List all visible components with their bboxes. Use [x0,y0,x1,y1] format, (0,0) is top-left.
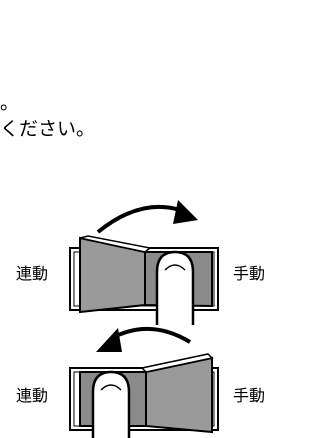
counterclockwise-arrow-icon [96,327,192,352]
label-manual-bottom: 手動 [233,386,266,405]
finger-icon [155,250,195,325]
label-interlock-top: 連動 [16,264,49,283]
label-interlock-bottom: 連動 [16,386,49,405]
instruction-line-1: 。 [0,92,20,114]
finger-icon [91,370,131,438]
clockwise-arrow-icon [96,200,198,234]
rocker-switch-top-diagram [69,200,219,325]
label-manual-top: 手動 [233,264,266,283]
rocker-switch-bottom-diagram [69,327,219,438]
instruction-line-2: ください。 [0,118,96,140]
